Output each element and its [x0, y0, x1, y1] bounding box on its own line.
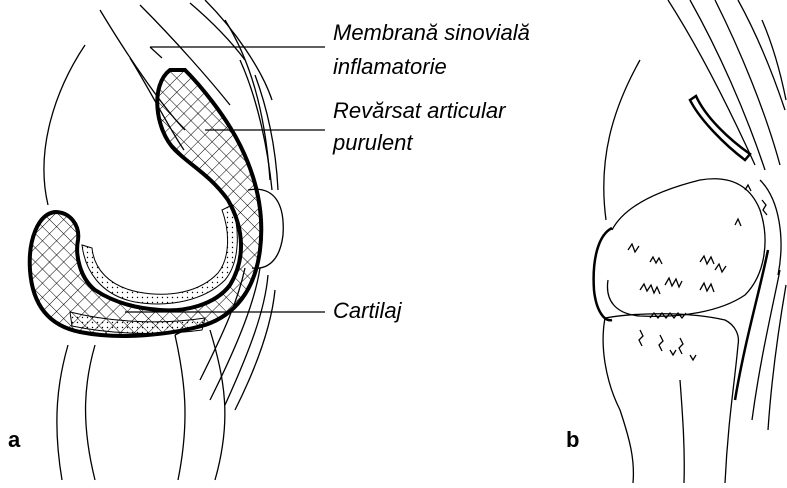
- panel-b-drawing: [594, 0, 786, 483]
- panel-letter-b: b: [566, 427, 579, 452]
- label-synovial-membrane-line1: Membrană sinovială: [333, 20, 530, 46]
- panel-letter-a: a: [8, 427, 21, 452]
- label-cartilage: Cartilaj: [333, 298, 401, 324]
- label-effusion-line2: purulent: [333, 130, 413, 156]
- label-effusion-line1: Revărsat articular: [333, 98, 505, 124]
- cartilage-layer: [82, 205, 237, 304]
- label-synovial-membrane-line2: inflamatorie: [333, 54, 447, 80]
